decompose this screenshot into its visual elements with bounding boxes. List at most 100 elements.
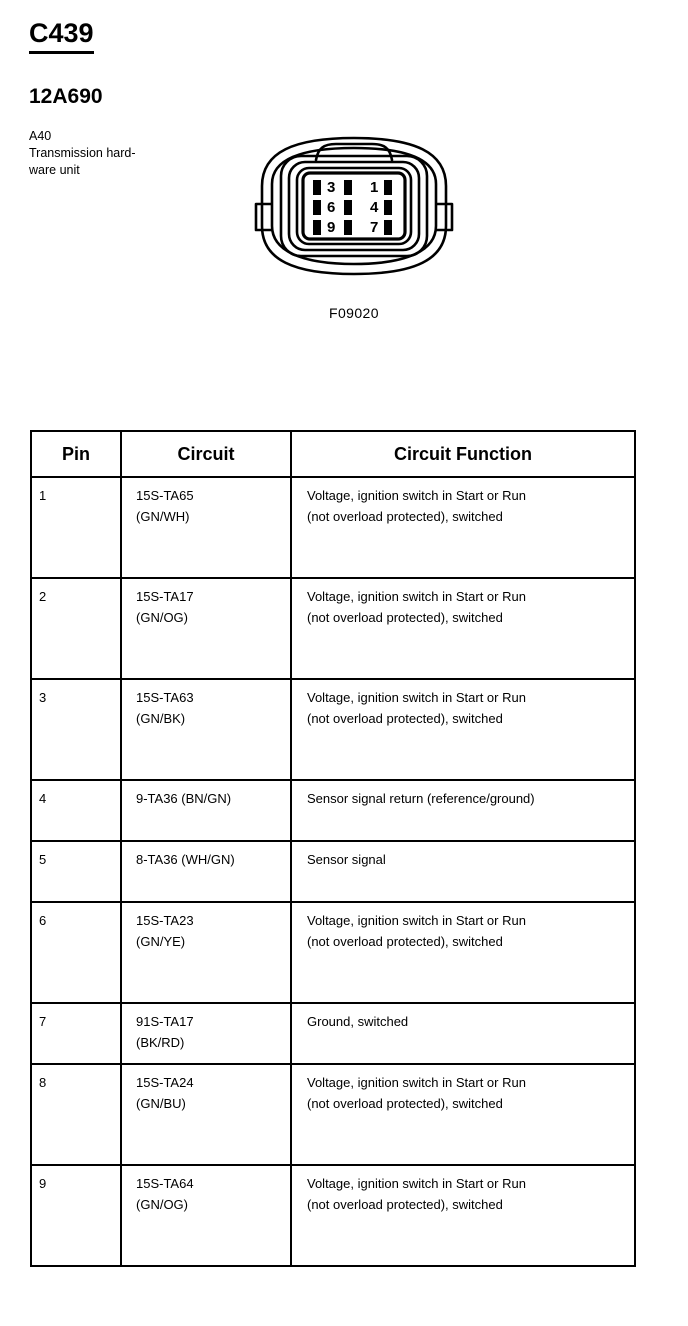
table-row: 8 15S-TA24 (GN/BU) Voltage, ignition switch… xyxy=(30,1063,636,1166)
connector-outer-shell xyxy=(260,136,448,276)
cell-pin-number: 9 xyxy=(30,1164,122,1267)
terminal-cavity xyxy=(384,220,392,235)
function-text-line: Voltage, ignition switch in Start or Run xyxy=(307,589,526,604)
cell-pin-number: 1 xyxy=(30,476,122,579)
cell-circuit: 15S-TA65 (GN/WH) xyxy=(120,476,292,579)
circuit-text-line: 91S-TA17 xyxy=(136,1014,194,1029)
right-locking-tab xyxy=(435,202,454,232)
cell-circuit-function: Voltage, ignition switch in Start or Run… xyxy=(290,476,636,579)
table-header-row: Pin Circuit Circuit Function xyxy=(30,430,636,478)
circuit-text-line: 15S-TA64 xyxy=(136,1176,194,1191)
pin-number-label-1: 1 xyxy=(370,179,379,196)
function-text-line: (not overload protected), switched xyxy=(307,509,503,524)
cell-circuit-function: Ground, switched xyxy=(290,1002,636,1065)
circuit-text-line: 15S-TA65 xyxy=(136,488,194,503)
pinout-table: Pin Circuit Circuit Function 1 15S-TA65 (G… xyxy=(30,430,636,1267)
connector-cavity-wall xyxy=(301,171,407,241)
function-text-line: (not overload protected), switched xyxy=(307,1096,503,1111)
cell-circuit-function: Voltage, ignition switch in Start or Run… xyxy=(290,678,636,781)
cell-circuit: 9-TA36 (BN/GN) xyxy=(120,779,292,842)
left-locking-tab xyxy=(254,202,273,232)
description-line-2: Transmission hard- xyxy=(29,146,136,160)
pin-number-label-6: 6 xyxy=(327,199,336,216)
pin-number-label-3: 3 xyxy=(327,179,336,196)
part-number: 12A690 xyxy=(29,85,103,108)
cell-pin-number: 7 xyxy=(30,1002,122,1065)
circuit-text-line: 15S-TA17 xyxy=(136,589,194,604)
function-text-line: (not overload protected), switched xyxy=(307,1197,503,1212)
circuit-text-line: 9-TA36 (BN/GN) xyxy=(136,791,232,806)
function-text-line: Voltage, ignition switch in Start or Run xyxy=(307,913,526,928)
connector-ring-5 xyxy=(295,166,413,246)
circuit-text-line: 15S-TA63 xyxy=(136,690,194,705)
table-row: 7 91S-TA17 (BK/RD) Ground, switched xyxy=(30,1002,636,1065)
terminal-cavity xyxy=(344,200,352,215)
column-header-pin: Pin xyxy=(30,430,122,478)
terminal-cavity xyxy=(313,220,321,235)
cell-circuit-function: Voltage, ignition switch in Start or Run… xyxy=(290,1164,636,1267)
column-header-circuit: Circuit xyxy=(120,430,292,478)
circuit-text-line: (GN/BU) xyxy=(136,1096,186,1111)
column-header-function: Circuit Function xyxy=(290,430,636,478)
connector-face-drawing xyxy=(254,136,454,276)
cell-pin-number: 5 xyxy=(30,840,122,903)
cell-circuit: 15S-TA17 (GN/OG) xyxy=(120,577,292,680)
table-row: 1 15S-TA65 (GN/WH) Voltage, ignition switch… xyxy=(30,476,636,579)
description-line-3: ware unit xyxy=(29,163,80,177)
cell-circuit-function: Sensor signal return (reference/ground) xyxy=(290,779,636,842)
pin-number-label-9: 9 xyxy=(327,219,336,236)
circuit-text-line: 8-TA36 (WH/GN) xyxy=(136,852,235,867)
terminal-cavity-group xyxy=(313,180,392,235)
function-text-line: (not overload protected), switched xyxy=(307,934,503,949)
pin-number-label-7: 7 xyxy=(370,219,379,236)
function-text-line: Sensor signal xyxy=(307,852,386,867)
connector-ring-4 xyxy=(287,160,421,252)
cell-circuit: 15S-TA63 (GN/BK) xyxy=(120,678,292,781)
cell-pin-number: 4 xyxy=(30,779,122,842)
connector-latch-lever xyxy=(314,142,394,162)
cell-circuit: 8-TA36 (WH/GN) xyxy=(120,840,292,903)
function-text-line: (not overload protected), switched xyxy=(307,610,503,625)
component-description: A40 Transmission hard- ware unit xyxy=(29,128,199,179)
cell-circuit: 15S-TA23(GN/YE) xyxy=(120,901,292,1004)
function-text-line: (not overload protected), switched xyxy=(307,711,503,726)
function-text-line: Voltage, ignition switch in Start or Run xyxy=(307,488,526,503)
function-text-line: Voltage, ignition switch in Start or Run xyxy=(307,690,526,705)
terminal-cavity xyxy=(313,200,321,215)
connector-ring-2 xyxy=(270,146,438,266)
cell-circuit: 91S-TA17 (BK/RD) xyxy=(120,1002,292,1065)
cell-circuit-function: Voltage, ignition switch in Start or Run… xyxy=(290,577,636,680)
cell-pin-number: 6 xyxy=(30,901,122,1004)
circuit-text-line: 15S-TA24 xyxy=(136,1075,194,1090)
terminal-cavity xyxy=(384,200,392,215)
circuit-text-line: (BK/RD) xyxy=(136,1035,185,1050)
cell-pin-number: 8 xyxy=(30,1063,122,1166)
figure-reference-code: F09020 xyxy=(329,305,379,321)
cell-pin-number: 3 xyxy=(30,678,122,781)
circuit-text-line: (GN/WH) xyxy=(136,509,190,524)
terminal-cavity xyxy=(313,180,321,195)
cell-circuit: 15S-TA24 (GN/BU) xyxy=(120,1063,292,1166)
table-row: 4 9-TA36 (BN/GN) Sensor signal return (ref… xyxy=(30,779,636,842)
page-title-connector-id: C439 xyxy=(29,18,94,54)
function-text-line: Voltage, ignition switch in Start or Run xyxy=(307,1075,526,1090)
function-text-line: Sensor signal return (reference/ground) xyxy=(307,791,535,806)
terminal-cavity xyxy=(344,180,352,195)
cell-circuit-function: Voltage, ignition switch in Start or Run… xyxy=(290,1063,636,1166)
function-text-line: Voltage, ignition switch in Start or Run xyxy=(307,1176,526,1191)
cell-circuit-function: Sensor signal xyxy=(290,840,636,903)
terminal-cavity xyxy=(384,180,392,195)
connector-diagram: 3 1 6 4 9 7 xyxy=(232,126,476,326)
circuit-text-line: (GN/BK) xyxy=(136,711,186,726)
cell-circuit-function: Voltage, ignition switch in Start or Run… xyxy=(290,901,636,1004)
circuit-text-line: (GN/OG) xyxy=(136,610,188,625)
cell-circuit: 15S-TA64(GN/OG) xyxy=(120,1164,292,1267)
table-row: 3 15S-TA63 (GN/BK) Voltage, ignition switch… xyxy=(30,678,636,781)
description-line-1: A40 xyxy=(29,129,52,143)
terminal-cavity xyxy=(344,220,352,235)
circuit-text-line: (GN/YE) xyxy=(136,934,186,949)
pin-number-label-4: 4 xyxy=(370,199,379,216)
